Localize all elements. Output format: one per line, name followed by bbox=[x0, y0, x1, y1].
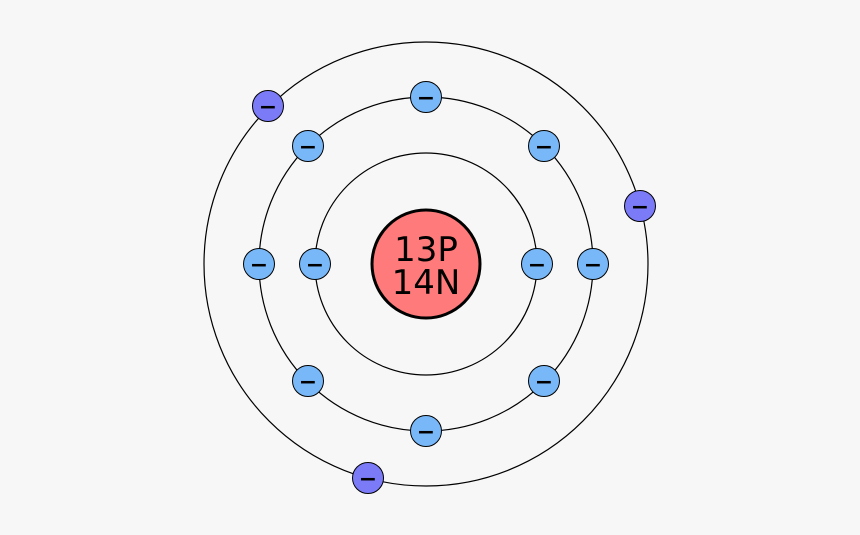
electron-minus: − bbox=[250, 253, 268, 278]
electron-minus: − bbox=[417, 86, 435, 111]
electron-minus: − bbox=[584, 253, 602, 278]
electron-minus: − bbox=[535, 370, 553, 395]
nucleus-circle bbox=[370, 208, 482, 320]
electron-shell-2-bottom: − bbox=[410, 415, 442, 447]
electron-minus: − bbox=[299, 370, 317, 395]
electron-shell-1-b: − bbox=[521, 248, 553, 280]
electron-minus: − bbox=[528, 253, 546, 278]
orbit-shell-3 bbox=[203, 41, 649, 487]
electron-shell-2-left: − bbox=[243, 248, 275, 280]
electron-minus: − bbox=[535, 135, 553, 160]
electron-shell-2-top-left: − bbox=[292, 130, 324, 162]
electron-minus: − bbox=[299, 135, 317, 160]
protons-label: 13P bbox=[394, 230, 458, 270]
electron-minus: − bbox=[417, 420, 435, 445]
electron-shell-2-bottom-left: − bbox=[292, 365, 324, 397]
electron-shell-3-right: − bbox=[624, 190, 656, 222]
electron-shell-2-right: − bbox=[577, 248, 609, 280]
neutrons-label: 14N bbox=[392, 263, 461, 303]
electron-minus: − bbox=[359, 467, 377, 492]
electron-shell-3-upper-left: − bbox=[252, 90, 284, 122]
electron-minus: − bbox=[259, 95, 277, 120]
nucleus: 13P 14N bbox=[370, 208, 482, 320]
electron-shell-2-top: − bbox=[410, 81, 442, 113]
electron-minus: − bbox=[631, 195, 649, 220]
electron-minus: − bbox=[306, 253, 324, 278]
electron-shell-2-bottom-right: − bbox=[528, 365, 560, 397]
electron-shell-2-top-right: − bbox=[528, 130, 560, 162]
electron-shell-3-bottom: − bbox=[352, 462, 384, 494]
electron-shell-1-a: − bbox=[299, 248, 331, 280]
